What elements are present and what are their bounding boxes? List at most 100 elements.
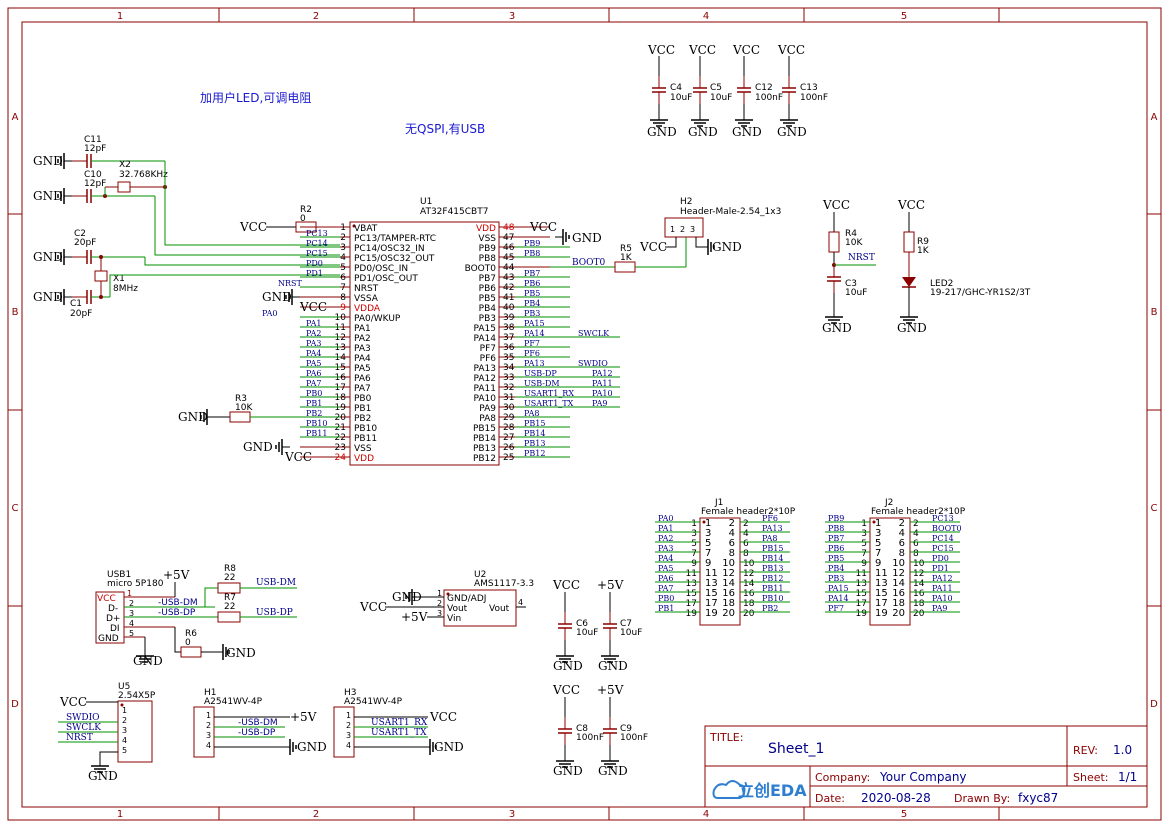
net-label: PB6 <box>828 544 844 553</box>
u1-pin-name: PB3 <box>479 314 496 324</box>
u1-pin-name: PC13/TAMPER-RTC <box>354 234 436 244</box>
u1-pin-number: 41 <box>503 293 514 303</box>
pin-number: 16 <box>913 589 925 599</box>
u1-pin-name: BOOT0 <box>465 264 497 274</box>
net-label: SWCLK <box>578 329 610 338</box>
net-label: PB9 <box>524 239 540 248</box>
pin-number: 12 <box>743 569 754 579</box>
pin-number: 12 <box>892 568 905 579</box>
svg-text:A2541WV-4P: A2541WV-4P <box>344 697 403 707</box>
col-label: 3 <box>509 809 515 820</box>
svg-text:VCC: VCC <box>552 683 580 697</box>
pin-number: 6 <box>729 538 735 549</box>
net-label: PA11 <box>932 584 953 593</box>
svg-text:3: 3 <box>129 609 134 618</box>
svg-text:A2541WV-4P: A2541WV-4P <box>204 697 263 707</box>
svg-text:8MHz: 8MHz <box>113 284 138 294</box>
net-label: PA15 <box>524 319 545 328</box>
svg-text:C9: C9 <box>620 724 632 734</box>
svg-text:USB-DM: USB-DM <box>256 578 296 588</box>
svg-text:VCC: VCC <box>359 600 387 614</box>
svg-text:GND: GND <box>33 250 63 264</box>
net-label: PB2 <box>306 409 322 418</box>
pin-number: 6 <box>913 539 919 549</box>
u1-pin-number: 23 <box>335 443 346 453</box>
col-label: 4 <box>703 809 709 820</box>
svg-text:1: 1 <box>127 589 132 598</box>
net-label: PA0 <box>262 309 278 318</box>
col-label: 5 <box>901 11 907 22</box>
svg-text:GND: GND <box>33 154 63 168</box>
svg-text:R9: R9 <box>917 237 929 247</box>
pin-number: 11 <box>875 568 888 579</box>
svg-text:1: 1 <box>206 711 211 720</box>
svg-text:SWDIO: SWDIO <box>66 713 100 723</box>
svg-text:GND: GND <box>33 189 63 203</box>
net-label: BOOT0 <box>932 524 962 533</box>
svg-text:5: 5 <box>122 746 127 755</box>
nrst-rc: VCC R4 10K NRST C3 10uF GND <box>822 198 876 335</box>
svg-text:100nF: 100nF <box>620 733 648 743</box>
row-label: D <box>1150 699 1158 710</box>
u1-pin-number: 20 <box>335 413 347 423</box>
col-label: 1 <box>117 809 123 820</box>
svg-text:1K: 1K <box>620 253 633 263</box>
pin-number: 2 <box>899 518 905 529</box>
svg-text:R3: R3 <box>235 394 247 404</box>
pin-number: 17 <box>875 598 888 609</box>
net-label: PB1 <box>658 604 674 613</box>
net-label: PA0 <box>658 514 674 523</box>
svg-text:D+: D+ <box>106 614 120 624</box>
svg-text:+5V: +5V <box>163 568 190 582</box>
pin-number: 16 <box>722 588 735 599</box>
svg-text:C13: C13 <box>800 83 818 93</box>
svg-text:GND: GND <box>598 659 628 673</box>
u1-pin-name: PA15 <box>474 324 496 334</box>
net-label: PB12 <box>524 449 545 458</box>
u1-pin-name: VDD <box>354 454 374 464</box>
net-label: PA14 <box>524 329 545 338</box>
pin-number: 18 <box>913 599 925 609</box>
u1-pin-number: 31 <box>503 393 514 403</box>
pin-number: 15 <box>856 589 867 599</box>
row-label: D <box>11 699 19 710</box>
svg-text:-USB-DP: -USB-DP <box>158 608 196 618</box>
svg-text:C7: C7 <box>620 619 632 629</box>
u1-pin-name: PA3 <box>354 344 371 354</box>
pin-number: 16 <box>892 588 905 599</box>
net-label: PA6 <box>658 574 674 583</box>
svg-text:4: 4 <box>518 598 523 607</box>
svg-text:3: 3 <box>690 225 695 234</box>
pin-number: 17 <box>856 599 867 609</box>
sheet-value: 1/1 <box>1118 770 1137 784</box>
row-label: A <box>12 112 19 123</box>
svg-text:VCC: VCC <box>897 198 925 212</box>
pin-number: 4 <box>913 529 919 539</box>
u1-pin-number: 42 <box>503 283 514 293</box>
net-label: PF6 <box>524 349 540 358</box>
u1-pin-name: VDD <box>476 224 496 234</box>
net-label: PA9 <box>592 399 608 408</box>
u1-pin-name: VSS <box>478 234 496 244</box>
svg-text:+5V: +5V <box>597 578 624 592</box>
u1-pin-number: 29 <box>503 413 515 423</box>
svg-text:VCC: VCC <box>284 450 312 464</box>
pin-number: 8 <box>899 548 905 559</box>
u1-pin-name: PA1 <box>354 324 371 334</box>
net-label: PD0 <box>306 259 323 268</box>
svg-text:3: 3 <box>346 731 351 740</box>
net-label: PB3 <box>524 309 540 318</box>
svg-text:3: 3 <box>122 726 127 735</box>
net-label: PA2 <box>306 329 322 338</box>
u1-pin-number: 22 <box>335 433 346 443</box>
svg-text:Female header2*10P: Female header2*10P <box>701 507 796 517</box>
u1-pin-number: 17 <box>335 383 346 393</box>
svg-text:R4: R4 <box>845 229 857 239</box>
svg-text:19-217/GHC-YR1S2/3T: 19-217/GHC-YR1S2/3T <box>930 288 1031 298</box>
svg-text:VCC: VCC <box>299 300 327 314</box>
u1-pin-name: PB14 <box>473 434 496 444</box>
